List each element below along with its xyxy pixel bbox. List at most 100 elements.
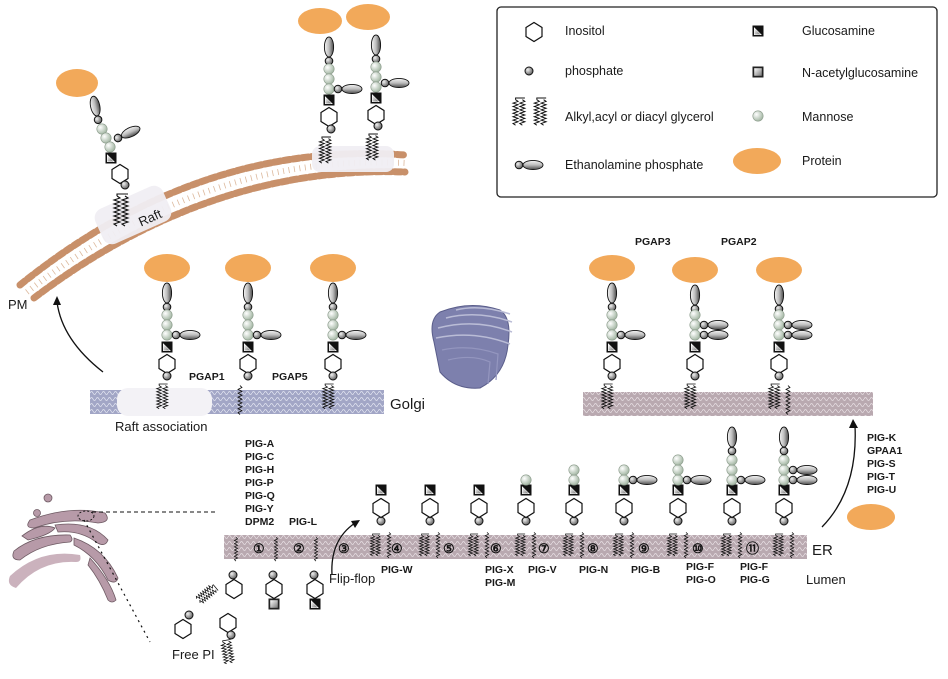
glucosamine-icon xyxy=(520,484,532,496)
mannose-icon xyxy=(773,319,785,331)
glucosamine-icon xyxy=(161,341,173,353)
phosphate-icon xyxy=(373,121,383,131)
glucosamine-icon xyxy=(473,484,485,496)
er-membrane: ER Lumen xyxy=(224,535,846,587)
mannose-icon xyxy=(773,309,785,321)
legend-label-phosphate: phosphate xyxy=(565,64,623,78)
mannose-icon xyxy=(323,73,335,85)
protein-icon xyxy=(672,257,718,283)
mannose-icon xyxy=(370,81,382,93)
legend-label-inositol: Inositol xyxy=(565,24,605,38)
n-acetylglucosamine-icon xyxy=(268,598,280,610)
glucosamine-icon xyxy=(370,92,382,104)
mannose-icon xyxy=(161,309,173,321)
mannose-icon xyxy=(689,319,701,331)
mannose-icon xyxy=(773,329,785,341)
ethanolamine-phosphate-icon xyxy=(788,474,818,486)
legend-label-lipid: Alkyl,acyl or diacyl glycerol xyxy=(565,110,714,124)
ethanolamine-phosphate-icon xyxy=(616,329,646,341)
ethanolamine-phosphate-icon xyxy=(783,329,813,341)
mannose-icon xyxy=(672,454,684,466)
ethanolamine-phosphate-icon xyxy=(161,282,173,312)
enzyme-label: PIG-P xyxy=(245,477,274,489)
glucosamine-icon xyxy=(375,484,387,496)
enzyme-label-step6a: PIG-X xyxy=(485,564,514,576)
protein-icon xyxy=(310,254,356,282)
legend-label-ethanolamine-phosphate: Ethanolamine phosphate xyxy=(565,158,703,172)
pm-gpi-anchored-protein-2 xyxy=(298,8,363,164)
golgi-gpi-ap-3 xyxy=(310,254,367,410)
glucosamine-icon xyxy=(424,484,436,496)
mannose-icon xyxy=(327,319,339,331)
mannose-icon xyxy=(568,464,580,476)
protein-icon xyxy=(733,148,781,174)
inositol-icon xyxy=(367,104,385,126)
arrowhead-icon xyxy=(53,296,61,305)
step-4: ④ xyxy=(391,541,403,556)
golgi-label: Golgi xyxy=(390,396,425,413)
mannose-icon xyxy=(606,309,618,321)
mannose-icon xyxy=(726,454,738,466)
er-label: ER xyxy=(812,542,833,559)
golgi-raft xyxy=(117,388,212,416)
step-10: ⑩ xyxy=(692,541,704,556)
mannose-icon xyxy=(618,464,630,476)
ethanolamine-phosphate-icon xyxy=(689,284,701,314)
enzyme-label: PIG-U xyxy=(867,484,896,496)
inositol-icon xyxy=(525,21,543,43)
mannose-icon xyxy=(161,319,173,331)
phosphate-icon xyxy=(226,630,236,640)
enzyme-label-step10b: PIG-O xyxy=(686,574,716,586)
step-8: ⑧ xyxy=(587,541,599,556)
enzyme-label-pgap1: PGAP1 xyxy=(189,371,225,383)
phosphate-icon xyxy=(326,124,336,134)
ethanolamine-phosphate-icon xyxy=(112,123,143,145)
enzyme-label-step8: PIG-N xyxy=(579,564,608,576)
enzyme-label: PIG-Y xyxy=(245,503,274,515)
mannose-icon xyxy=(726,464,738,476)
mannose-icon xyxy=(242,309,254,321)
legend-label-glucosamine: Glucosamine xyxy=(802,24,875,38)
enzyme-label-step9: PIG-B xyxy=(631,564,661,576)
enzyme-label-step11a: PIG-F xyxy=(740,561,769,573)
inositol-icon xyxy=(686,353,704,375)
inositol-icon xyxy=(324,353,342,375)
transamidase-arrow xyxy=(821,425,856,528)
raft-association-label: Raft association xyxy=(115,419,208,434)
ethanolamine-phosphate-icon xyxy=(606,282,618,312)
ethanolamine-phosphate-icon xyxy=(726,426,738,456)
pm-gpi-anchored-protein-1 xyxy=(56,69,143,227)
mannose-icon xyxy=(778,454,790,466)
step-7: ⑦ xyxy=(538,541,550,556)
er-remodel-membrane: PGAP3 PGAP2 xyxy=(583,236,873,416)
glucosamine-icon xyxy=(242,341,254,353)
ethanolamine-phosphate-icon xyxy=(682,474,712,486)
arrowhead-icon xyxy=(351,520,360,528)
legend-label-n-acetylglucosamine: N-acetylglucosamine xyxy=(802,66,918,80)
golgi-membrane: Golgi Raft association PGAP1 PGAP5 xyxy=(90,371,425,434)
mannose-icon xyxy=(752,110,764,122)
mannose-icon xyxy=(689,329,701,341)
glucosamine-icon xyxy=(689,341,701,353)
zoom-guide-line-bottom xyxy=(83,519,151,643)
er-bilayer xyxy=(224,535,807,559)
ethanolamine-phosphate-icon xyxy=(171,329,201,341)
phosphate-icon xyxy=(774,371,784,381)
mannose-icon xyxy=(726,474,738,486)
inositol-icon xyxy=(421,497,439,519)
protein-icon xyxy=(346,4,390,30)
mannose-icon xyxy=(323,63,335,75)
step-enzyme-labels: PIG-W PIG-X PIG-M PIG-V PIG-N PIG-B PIG-… xyxy=(381,561,770,589)
golgi-gpi-ap-1 xyxy=(144,254,201,410)
protein-icon xyxy=(56,69,98,97)
phosphate-icon xyxy=(309,570,319,580)
ethanolamine-phosphate-icon xyxy=(242,282,254,312)
mannose-icon xyxy=(520,474,532,486)
pm-label: PM xyxy=(8,297,28,312)
enzyme-label-pgap3: PGAP3 xyxy=(635,236,671,248)
n-acetylglucosamine-icon xyxy=(752,66,764,78)
glucosamine-icon xyxy=(752,25,764,37)
step-6: ⑥ xyxy=(490,541,502,556)
inositol-icon xyxy=(306,578,324,600)
